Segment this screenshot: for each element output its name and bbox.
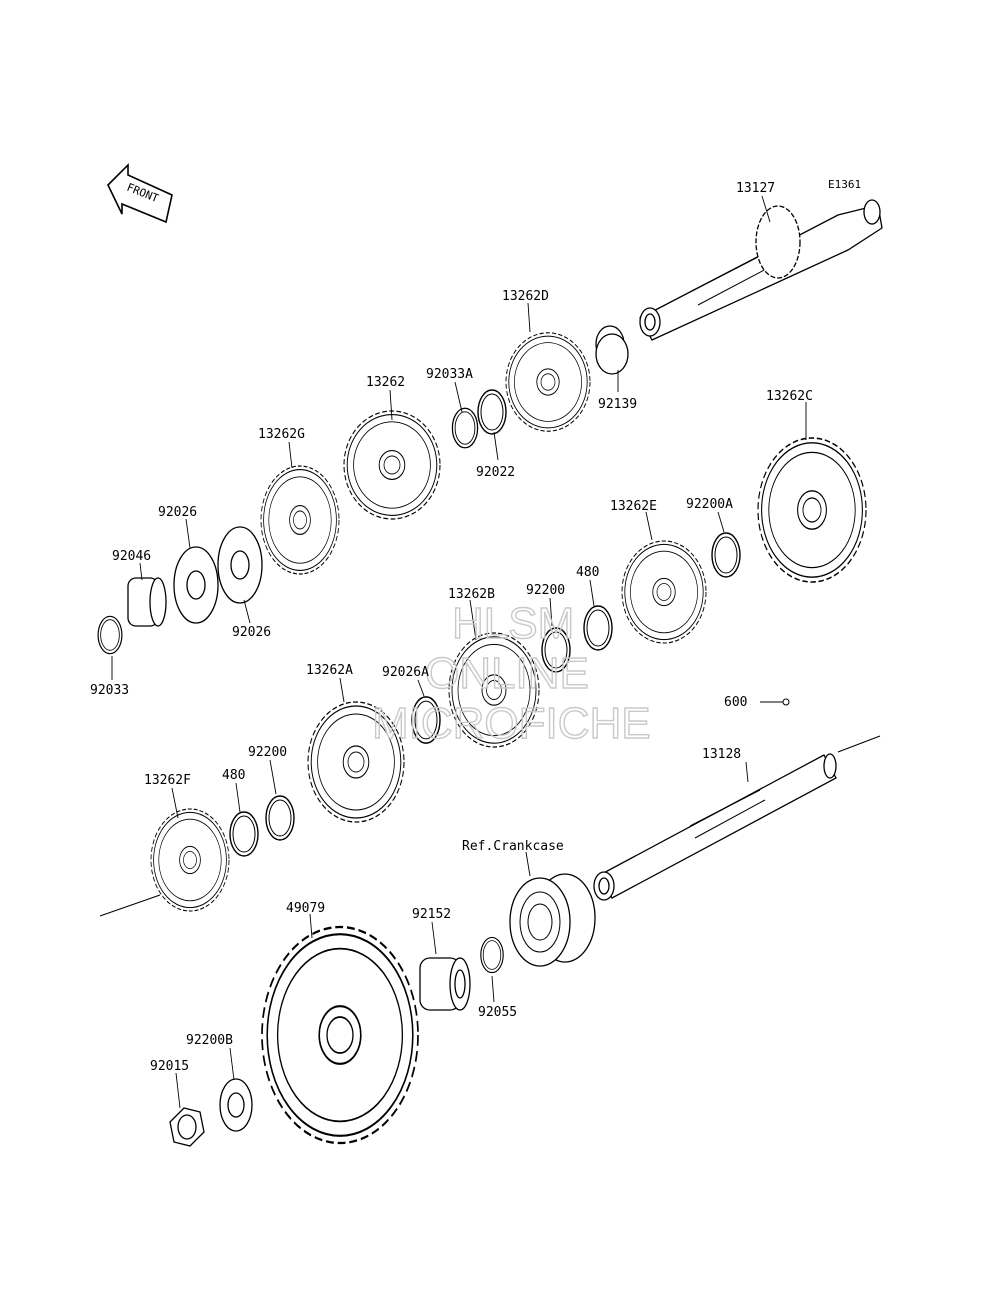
nut-92015-drawing [169,1107,205,1147]
part-label-92152[interactable]: 92152 [412,907,451,922]
leader-lines [111,195,807,1109]
input-shaft-drawing [639,199,883,341]
part-label-92200B[interactable]: 92200B [186,1033,233,1048]
ref-crankcase-label: Ref.Crankcase [462,839,564,854]
gear-13262E-drawing [621,540,707,644]
part-label-49079[interactable]: 49079 [286,901,325,916]
watermark: HLSM ONLINE MICROFICHE [371,598,651,748]
part-label-92046[interactable]: 92046 [112,549,151,564]
part-label-92200-lower[interactable]: 92200 [248,745,287,760]
part-label-13262[interactable]: 13262 [366,375,405,390]
part-label-92200-upper[interactable]: 92200 [526,583,565,598]
crankcase-bearing-drawing [509,873,596,967]
diagram-code: E1361 [828,178,861,191]
part-label-13262B[interactable]: 13262B [448,587,495,602]
collar-92152-drawing [419,957,471,1011]
part-label-92026-b[interactable]: 92026 [232,625,271,640]
gear-49079-drawing [260,925,420,1145]
part-label-13262F[interactable]: 13262F [144,773,191,788]
watermark-line-2: ONLINE [425,649,589,698]
ring-92033A-drawing [451,407,479,449]
part-label-92033[interactable]: 92033 [90,683,129,698]
part-label-13262D[interactable]: 13262D [502,289,549,304]
part-label-13128[interactable]: 13128 [702,747,741,762]
part-label-92033A[interactable]: 92033A [426,367,473,382]
washer-92200-lower-drawing [265,795,295,841]
part-labels: 13127 13262D 92139 13262 92033A 92022 13… [90,181,813,1074]
circlip-480-upper-drawing [583,605,613,651]
gear-13262F-drawing [150,808,230,912]
washer-92200A-drawing [711,532,741,578]
part-label-92055[interactable]: 92055 [478,1005,517,1020]
washer-92200B-drawing [219,1078,253,1132]
part-label-13262E[interactable]: 13262E [610,499,657,514]
circlip-92033-drawing [97,615,123,655]
part-label-92022[interactable]: 92022 [476,465,515,480]
watermark-line-3: MICROFICHE [372,699,651,748]
part-label-600[interactable]: 600 [724,695,747,710]
part-label-480-upper[interactable]: 480 [576,565,599,580]
bushing-92139-drawing [595,325,629,375]
part-label-13262A[interactable]: 13262A [306,663,353,678]
part-label-92015[interactable]: 92015 [150,1059,189,1074]
part-label-13262G[interactable]: 13262G [258,427,305,442]
gear-13262D-drawing [505,332,591,432]
watermark-line-1: HLSM [452,599,574,648]
washer-92026-drawing [173,526,263,624]
output-shaft-drawing [99,735,881,917]
front-arrow-icon: FRONT [107,163,173,224]
part-label-13127[interactable]: 13127 [736,181,775,196]
part-label-92200A[interactable]: 92200A [686,497,733,512]
needle-bearing-92046-drawing [127,577,167,627]
part-label-92139[interactable]: 92139 [598,397,637,412]
circlip-480-lower-drawing [229,811,259,857]
gear-13262G-drawing [260,465,340,575]
part-label-480-lower[interactable]: 480 [222,768,245,783]
part-label-13262C[interactable]: 13262C [766,389,813,404]
gear-13262-drawing [343,410,441,520]
gear-13262C-drawing [757,437,867,583]
ring-92055-drawing [480,936,504,974]
part-label-92026-a[interactable]: 92026 [158,505,197,520]
part-label-92026A[interactable]: 92026A [382,665,429,680]
ring-92022-drawing [477,389,507,435]
pointer-dot-600 [782,698,790,706]
